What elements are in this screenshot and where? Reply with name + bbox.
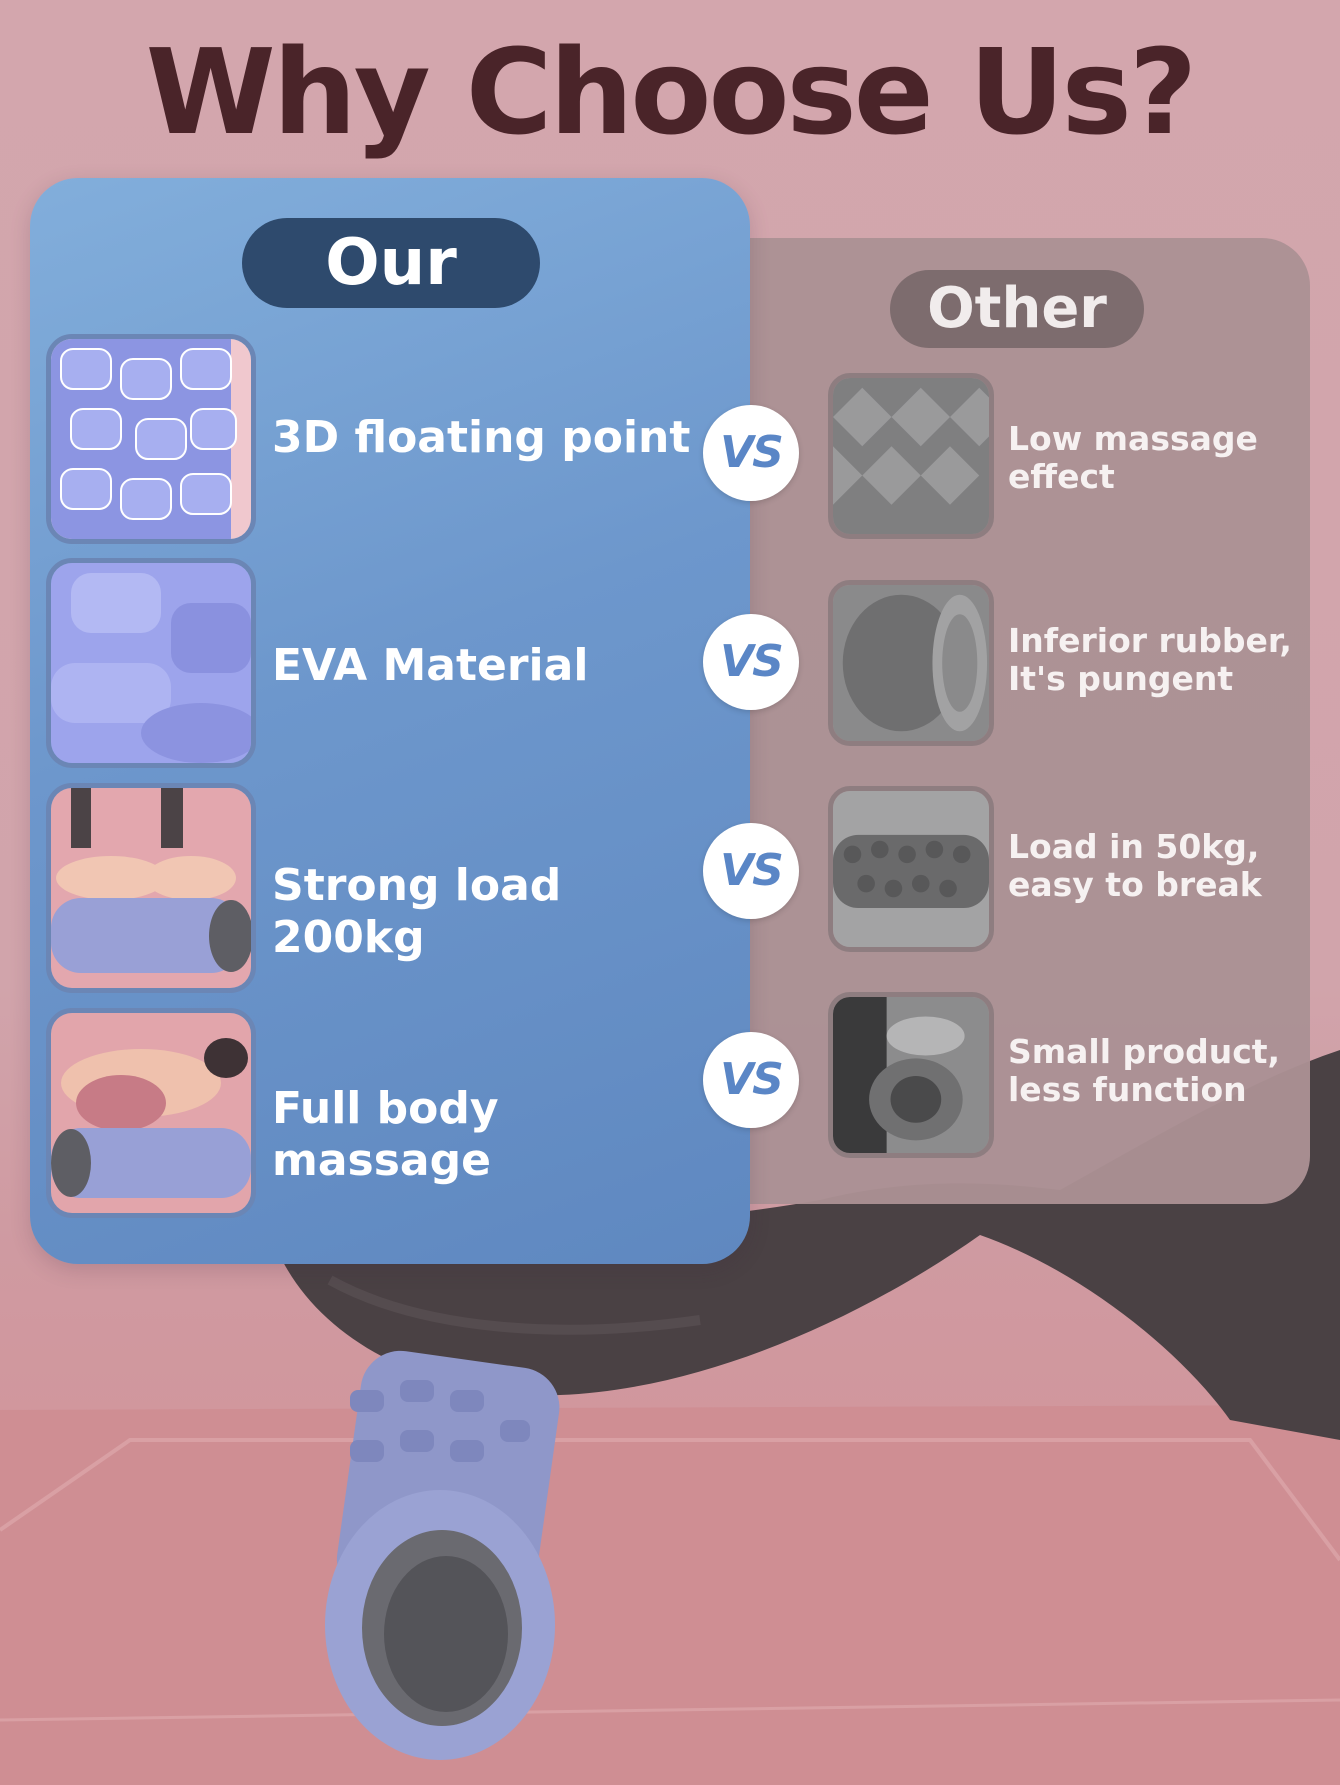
our-label-4: Full body massage — [272, 1083, 499, 1186]
other-label-3: Load in 50kg,easy to break — [1008, 827, 1262, 904]
vs-badge-1: VS — [703, 405, 799, 501]
our-label-1: 3D floating point — [272, 412, 691, 463]
other-heading-pill: Other — [890, 270, 1144, 348]
leg-shape — [270, 1050, 1340, 1440]
our-label-3: Strong load 200kg — [272, 860, 562, 963]
our-image-eva-material — [46, 558, 256, 768]
other-label-4: Small product,less function — [1008, 1032, 1281, 1109]
vs-badge-2: VS — [703, 614, 799, 710]
our-image-back-massage — [46, 1008, 256, 1218]
other-image-spiky-texture — [828, 373, 994, 539]
our-label-2: EVA Material — [272, 640, 589, 691]
yoga-mat — [0, 1405, 1340, 1785]
page-title: Why Choose Us? — [145, 23, 1198, 161]
other-image-rubber-roller — [828, 580, 994, 746]
other-image-small-roller — [828, 992, 994, 1158]
vs-badge-3: VS — [703, 823, 799, 919]
foam-roller — [325, 1350, 560, 1760]
other-image-weak-roller — [828, 786, 994, 952]
our-image-feet-on-roller — [46, 783, 256, 993]
vs-badge-4: VS — [703, 1032, 799, 1128]
our-image-3d-texture — [46, 334, 256, 544]
our-heading-pill: Our — [242, 218, 540, 308]
yoga-mat-edge — [0, 1438, 1340, 1562]
other-panel — [690, 238, 1310, 1204]
other-label-2: Inferior rubber,It's pungent — [1008, 621, 1292, 698]
